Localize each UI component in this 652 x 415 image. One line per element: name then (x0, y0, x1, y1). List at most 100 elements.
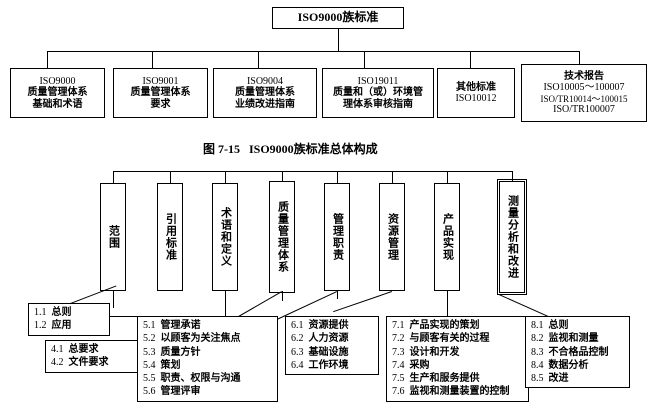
connector-drop-4 (364, 51, 365, 68)
detail-box-clause-5: 5.1 管理承诺 5.2 以顾客为关注焦点 5.3 质量方针 5.4 策划 5.… (137, 316, 278, 402)
list-item: 8.5 改进 (531, 372, 625, 385)
list-item: 5.2 以顾客为关注焦点 (143, 332, 273, 345)
clause-column-resource-management: 资源管理 (379, 183, 405, 291)
standard-box-iso9004-line-3: 业绩改进指南 (235, 98, 295, 110)
clause-column-product-realization: 产品实现 (434, 183, 460, 291)
list-item: 7.1 产品实现的策划 (392, 319, 524, 332)
standard-box-technical-report-line-4: ISO/TR100007 (553, 103, 615, 115)
list-item-number: 8.5 (531, 373, 544, 385)
detail-box-clause-7: 7.1 产品实现的策划 7.2 与顾客有关的过程 7.3 设计和开发 7.4 采… (386, 316, 529, 402)
standard-box-iso9001: ISO9001 质量管理体系 要求 (113, 68, 208, 118)
detail-box-clause-6: 6.1 资源提供 6.2 人力资源 6.3 基础设施 6.4 工作环境 (285, 316, 379, 376)
standard-box-iso19011-line-3: 理体系审核指南 (343, 98, 413, 110)
connector-col-drop-7 (447, 171, 448, 183)
list-item-text: 策划 (160, 359, 181, 371)
list-item: 1.2 应用 (34, 319, 105, 332)
list-item-number: 7.3 (392, 346, 405, 358)
list-item-number: 6.3 (291, 346, 304, 358)
list-item-text: 职责、权限与沟通 (160, 373, 241, 385)
connector-bus-figure1 (47, 51, 579, 52)
connector-col5-stub (337, 291, 338, 299)
detail-box-clause-1: 1.1 总则 1.2 应用 (28, 303, 110, 336)
list-item-text: 与顾客有关的过程 (409, 333, 490, 345)
standard-box-other-line-2: ISO10012 (455, 93, 497, 104)
clause-column-resource-management-label: 资源管理 (386, 213, 399, 261)
list-item: 6.2 人力资源 (291, 332, 374, 345)
connector-col-drop-3 (225, 171, 226, 183)
list-item: 6.4 工作环境 (291, 359, 374, 372)
list-item-number: 6.4 (291, 359, 304, 371)
standard-box-iso9001-line-1: ISO9001 (142, 76, 179, 88)
connector-col4-stub (282, 291, 283, 301)
connector-col-drop-6 (392, 171, 393, 183)
list-item-text: 以顾客为关注焦点 (160, 333, 241, 345)
standard-box-iso19011-line-1: ISO19011 (357, 76, 399, 88)
list-item-number: 6.1 (291, 320, 304, 331)
list-item-text: 总则 (51, 307, 72, 318)
list-item-number: 1.1 (34, 307, 47, 318)
standard-box-technical-report: 技术报告 ISO10005～100007 ISO/TR10014～100015 … (521, 64, 647, 122)
connector-drop-3 (258, 51, 259, 68)
clause-column-terms: 术语和定义 (212, 183, 238, 291)
list-item-text: 生产和服务提供 (409, 373, 480, 385)
list-item-number: 1.2 (34, 320, 47, 332)
standard-box-technical-report-line-1: 技术报告 (564, 71, 604, 83)
list-item-text: 监视和测量 (548, 333, 599, 345)
standard-box-technical-report-line-3: ISO/TR10014～100015 (540, 93, 628, 104)
standard-box-technical-report-line-2: ISO10005～100007 (543, 82, 625, 94)
list-item: 7.4 采购 (392, 359, 524, 372)
list-item: 8.3 不合格品控制 (531, 346, 625, 359)
standard-box-iso19011-line-2: 质量和（或）环境管 (333, 87, 423, 99)
clause-column-measurement-analysis: 测量分析和改进 (497, 179, 527, 295)
standard-box-iso9000-line-2: 质量管理体系 (27, 87, 88, 99)
list-item: 8.1 总则 (531, 319, 625, 332)
list-item-text: 管理承诺 (160, 320, 201, 331)
list-item-text: 总则 (548, 320, 569, 331)
connector-col7-to-clause7 (447, 291, 448, 318)
list-item: 7.6 监视和测量装置的控制 (392, 385, 524, 398)
standard-box-iso9001-line-3: 要求 (150, 98, 171, 110)
clause-column-scope-label: 范围 (107, 225, 120, 249)
clause-column-management-responsibility-label: 管理职责 (331, 213, 344, 261)
clause-column-qms-label: 质量管理体系 (276, 201, 289, 273)
clause-column-scope: 范围 (100, 183, 126, 291)
list-item-number: 8.4 (531, 359, 544, 371)
connector-drop-2 (152, 51, 153, 68)
list-item: 6.3 基础设施 (291, 346, 374, 359)
clause-column-normative-reference-label: 引用标准 (164, 213, 177, 261)
list-item-number: 5.5 (143, 373, 156, 385)
standard-box-iso9000-line-1: ISO9000 (39, 76, 76, 88)
connector-col-drop-8 (512, 171, 513, 183)
standard-box-iso9000-line-3: 基础和术语 (32, 98, 83, 110)
list-item: 5.3 质量方针 (143, 346, 273, 359)
list-item-text: 设计和开发 (409, 346, 460, 358)
list-item: 5.5 职责、权限与沟通 (143, 372, 273, 385)
standard-box-iso9004-line-2: 质量管理体系 (235, 87, 295, 99)
list-item-text: 监视和测量装置的控制 (409, 386, 510, 398)
clause-column-management-responsibility: 管理职责 (324, 183, 350, 291)
list-item-text: 工作环境 (308, 359, 349, 371)
list-item-number: 7.5 (392, 373, 405, 385)
list-item-number: 7.1 (392, 320, 405, 331)
list-item-number: 8.3 (531, 346, 544, 358)
list-item-text: 管理评审 (160, 386, 201, 398)
list-item: 7.5 生产和服务提供 (392, 372, 524, 385)
list-item: 8.4 数据分析 (531, 359, 625, 372)
connector-col-drop-2 (170, 171, 171, 183)
standard-box-iso9004-line-1: ISO9004 (246, 76, 284, 88)
list-item-text: 质量方针 (160, 346, 201, 358)
list-item-number: 4.1 (51, 344, 64, 355)
list-item-text: 改进 (548, 373, 569, 385)
figure1-caption: 图 7-15 ISO9000族标准总体构成 (203, 140, 378, 157)
detail-box-clause-8: 8.1 总则 8.2 监视和测量 8.3 不合格品控制 8.4 数据分析 8.5… (525, 316, 630, 389)
clause-column-normative-reference: 引用标准 (157, 183, 183, 291)
list-item-number: 5.2 (143, 333, 156, 345)
clause-column-measurement-analysis-label: 测量分析和改进 (506, 195, 519, 279)
connector-col-drop-1 (113, 171, 114, 183)
detail-box-clause-4: 4.1 总要求 4.2 文件要求 (45, 340, 145, 373)
list-item: 8.2 监视和测量 (531, 332, 625, 345)
standard-box-iso9000: ISO9000 质量管理体系 基础和术语 (10, 68, 105, 118)
standard-box-iso9001-line-2: 质量管理体系 (130, 87, 191, 99)
list-item-number: 7.6 (392, 386, 405, 398)
